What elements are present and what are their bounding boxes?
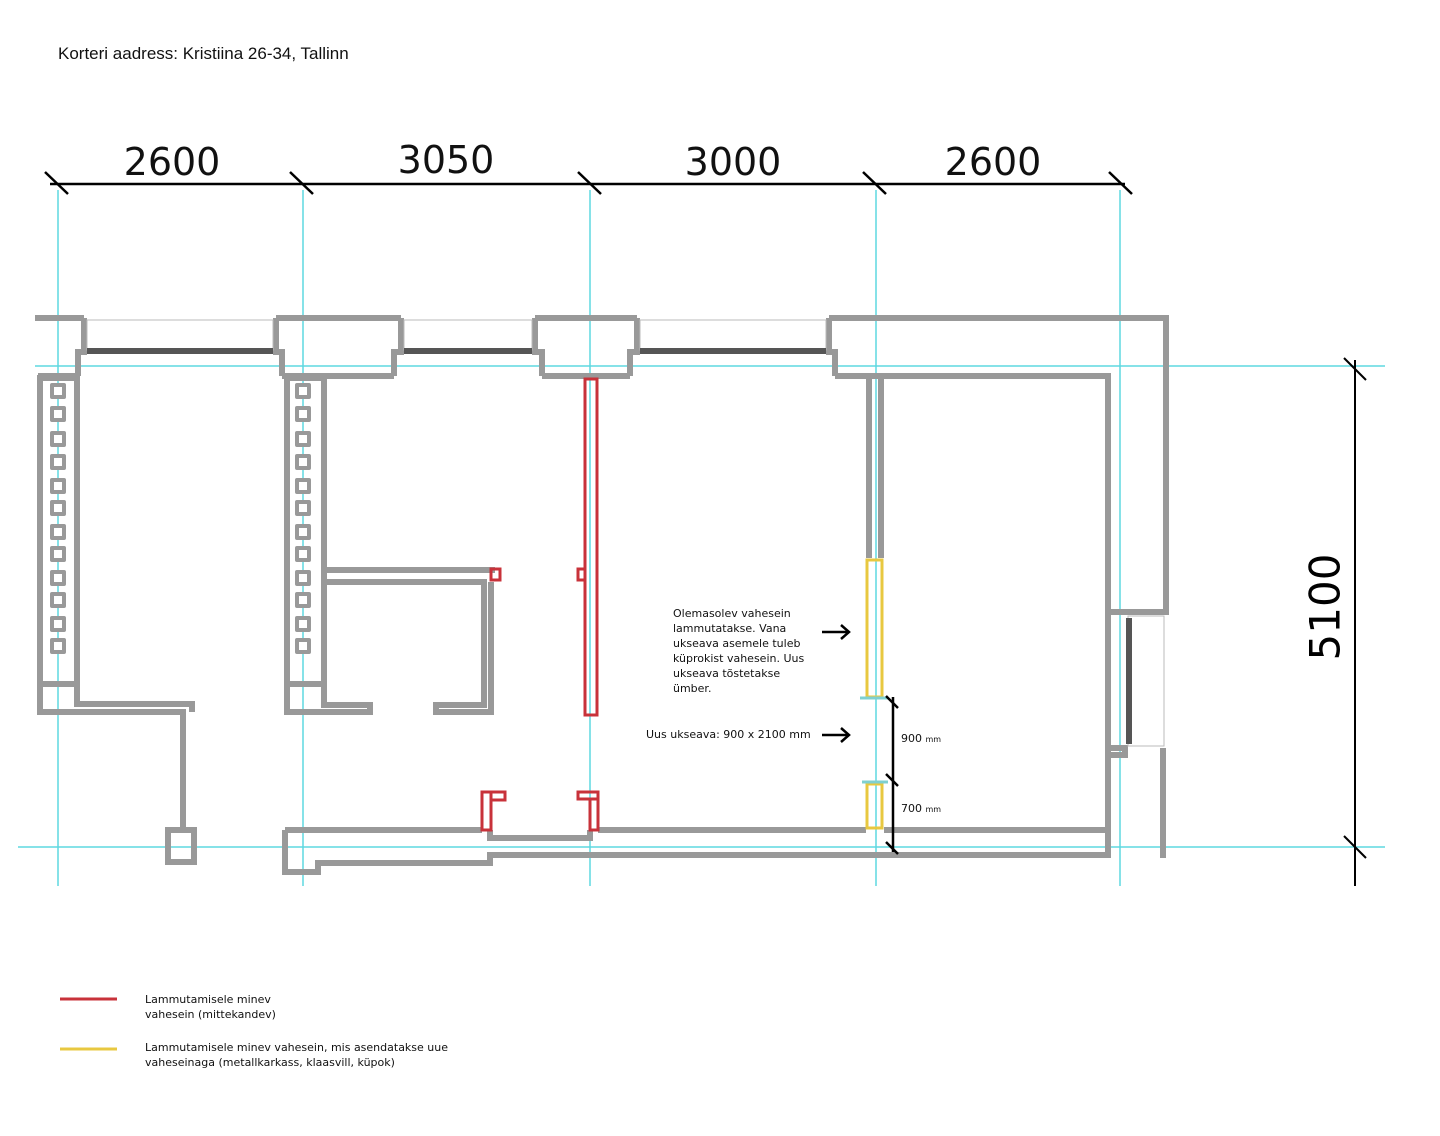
vent-block-inner bbox=[299, 458, 307, 466]
dimension-700: 700 mm bbox=[901, 801, 941, 817]
vent-block-inner bbox=[299, 435, 307, 443]
vent-block-inner bbox=[54, 596, 62, 604]
dimension-label: 2600 bbox=[123, 140, 221, 184]
windows bbox=[86, 319, 1165, 747]
vent-block-inner bbox=[54, 435, 62, 443]
vent-block-inner bbox=[299, 550, 307, 558]
vent-block-inner bbox=[299, 410, 307, 418]
guide-lines bbox=[18, 190, 1385, 886]
vent-block-inner bbox=[54, 504, 62, 512]
vent-block-inner bbox=[54, 387, 62, 395]
dimension-900: 900 mm bbox=[901, 731, 941, 747]
replace-walls bbox=[865, 558, 884, 830]
vent-block-inner bbox=[54, 642, 62, 650]
vent-block-inner bbox=[54, 574, 62, 582]
existing-wall-note: Olemasolev vahesein lammutatakse. Vana u… bbox=[673, 607, 805, 695]
window-sill-1 bbox=[87, 348, 273, 354]
window-3 bbox=[639, 319, 827, 351]
dim-value: 900 bbox=[901, 732, 922, 745]
legend-item-replace: Lammutamisele minev vahesein, mis asenda… bbox=[145, 1041, 449, 1069]
new-door-note: Uus ukseava: 900 x 2100 mm bbox=[646, 728, 811, 741]
vent-block-inner bbox=[54, 550, 62, 558]
window-sill-3 bbox=[640, 348, 826, 354]
window-sill-2 bbox=[404, 348, 532, 354]
dimension-label: 3000 bbox=[684, 140, 782, 184]
window-4 bbox=[1127, 615, 1165, 747]
dimension-line-vertical bbox=[1343, 357, 1367, 886]
dimension-label-vertical: 5100 bbox=[1300, 553, 1350, 661]
dimension-label: 3050 bbox=[397, 138, 495, 182]
dim-unit: mm bbox=[925, 805, 942, 814]
vent-block-inner bbox=[299, 504, 307, 512]
window-1 bbox=[86, 319, 274, 351]
vent-block-inner bbox=[54, 620, 62, 628]
vent-block-inner bbox=[299, 574, 307, 582]
vent-block-inner bbox=[299, 482, 307, 490]
window-sill-4 bbox=[1126, 618, 1132, 744]
page-title: Korteri aadress: Kristiina 26-34, Tallin… bbox=[58, 44, 349, 63]
vent-block-inner bbox=[299, 528, 307, 536]
vent-block-inner bbox=[299, 642, 307, 650]
vent-block-inner bbox=[54, 528, 62, 536]
vent-block-inner bbox=[54, 458, 62, 466]
ventilation-blocks bbox=[50, 383, 311, 654]
dimension-label: 2600 bbox=[944, 140, 1042, 184]
dim-unit: mm bbox=[925, 735, 942, 744]
vent-block-inner bbox=[299, 596, 307, 604]
vent-block-inner bbox=[54, 482, 62, 490]
demolish-walls bbox=[480, 377, 600, 832]
annotation-arrows bbox=[822, 624, 899, 855]
dim-value: 700 bbox=[901, 802, 922, 815]
dimension-line-horizontal bbox=[44, 171, 1133, 195]
vent-block-inner bbox=[54, 410, 62, 418]
walls bbox=[35, 315, 1169, 875]
vent-block-inner bbox=[299, 620, 307, 628]
legend-item-demolish: Lammutamisele minev vahesein (mittekande… bbox=[145, 993, 276, 1021]
vent-block-inner bbox=[299, 387, 307, 395]
window-2 bbox=[403, 319, 533, 351]
